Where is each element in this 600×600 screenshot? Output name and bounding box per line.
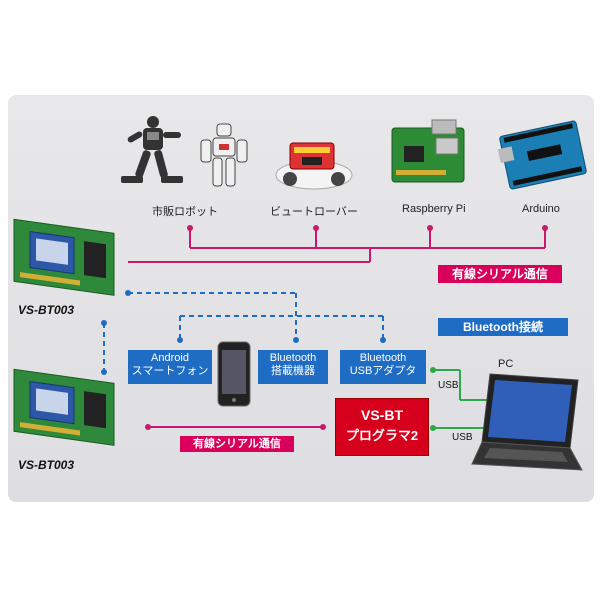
- bt-usb-line2: USBアダプタ: [349, 365, 417, 377]
- android-line1: Android: [151, 352, 189, 364]
- bluetooth-links: [103, 292, 384, 372]
- module-label-bottom: VS-BT003: [18, 458, 75, 472]
- pc-label: PC: [498, 358, 514, 370]
- wired-serial-bottom-badge: 有線シリアル通信: [180, 436, 294, 452]
- software-line2: プログラマ2: [345, 428, 419, 443]
- bt-equip-line2: 搭載機器: [271, 365, 315, 377]
- vs-bt-programmer-box: VS-BT プログラマ2: [335, 398, 429, 456]
- bluetooth-device-box: Bluetooth 搭載機器: [258, 350, 328, 384]
- raspberry-pi-label: Raspberry Pi: [402, 203, 466, 215]
- raspberry-pi-image: [391, 119, 465, 183]
- usb-label-top: USB: [438, 380, 459, 391]
- android-line2: スマートフォン: [131, 365, 209, 377]
- wired-serial-badge: 有線シリアル通信: [438, 265, 562, 283]
- bluetooth-usb-adapter-box: Bluetooth USBアダプタ: [340, 350, 426, 384]
- arduino-label: Arduino: [522, 203, 560, 215]
- module-label-top: VS-BT003: [18, 303, 75, 317]
- bluetooth-badge: Bluetooth接続: [438, 318, 568, 336]
- smartphone-image: [217, 341, 251, 407]
- bluetooth-nodes: [101, 290, 386, 375]
- android-smartphone-box: Android スマートフォン: [128, 350, 212, 384]
- humanoid-robot-image: [200, 123, 248, 187]
- rover-image: [275, 142, 353, 190]
- bt-equip-line1: Bluetooth: [269, 352, 317, 364]
- module-board-top: [13, 218, 115, 296]
- software-line1: VS-BT: [361, 407, 403, 423]
- usb-links: [433, 369, 490, 429]
- wired-nodes: [187, 225, 548, 231]
- usb-label-bottom: USB: [452, 432, 473, 443]
- laptop-image: [471, 373, 583, 471]
- bt-usb-line1: Bluetooth: [359, 352, 407, 364]
- module-board-bottom: [13, 368, 115, 446]
- robot-label: 市販ロボット: [152, 206, 218, 218]
- arduino-image: [498, 120, 587, 190]
- robot-image: [121, 116, 183, 183]
- rover-label: ビュートローバー: [270, 206, 358, 218]
- wired-bus-top: [128, 228, 546, 263]
